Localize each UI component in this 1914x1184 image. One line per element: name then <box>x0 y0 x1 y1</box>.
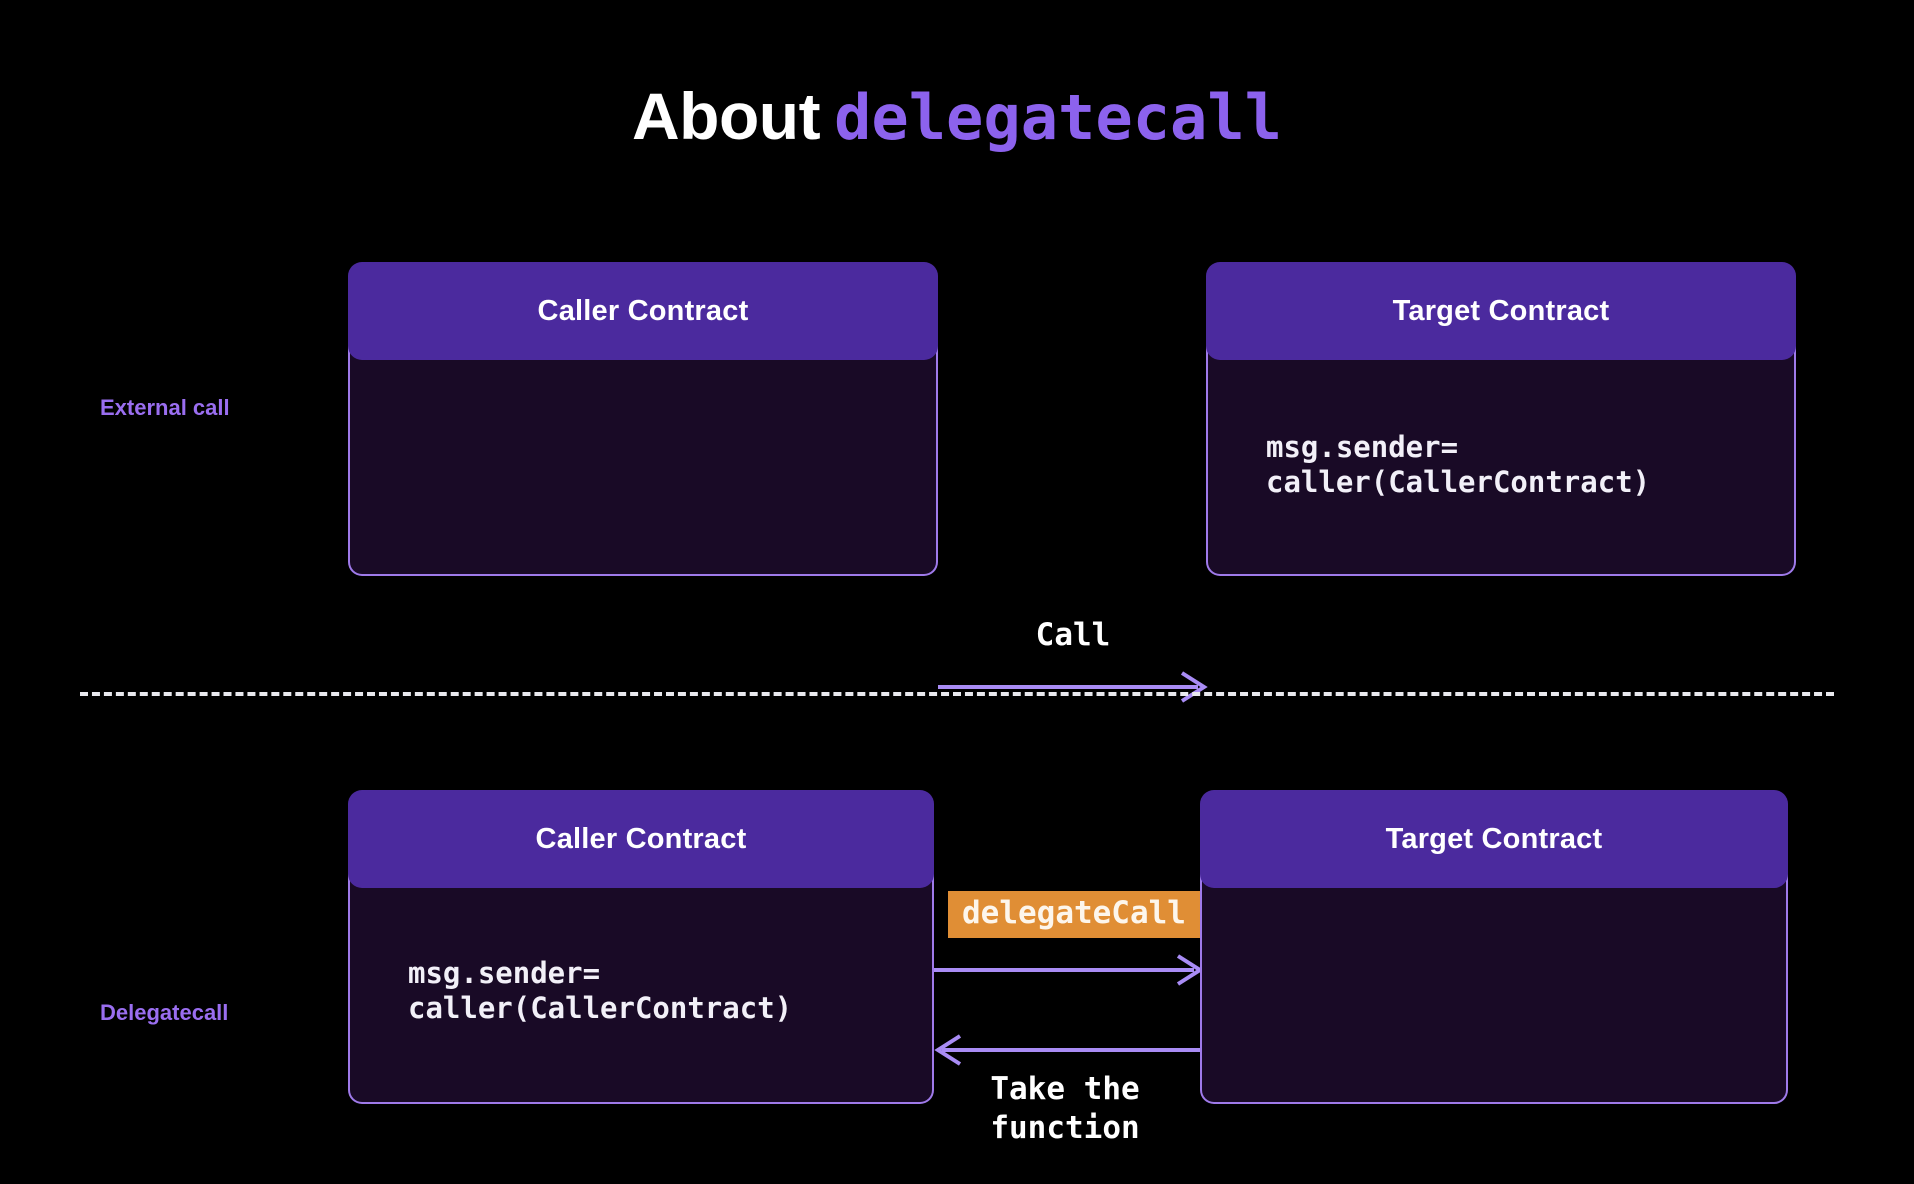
caller-contract-title-external: Caller Contract <box>537 294 749 327</box>
caller-contract-box-external: Caller Contract <box>348 262 938 576</box>
caller-contract-header-external: Caller Contract <box>348 262 938 360</box>
target-contract-box-external: Target Contract msg.sender= caller(Calle… <box>1206 262 1796 576</box>
caller-contract-body-external <box>348 346 938 576</box>
page-title-prefix: About <box>631 79 821 153</box>
caller-contract-body-delegate: msg.sender= caller(CallerContract) <box>348 874 934 1104</box>
caller-contract-code-delegate: msg.sender= caller(CallerContract) <box>408 956 793 1025</box>
arrow-label-take-function: Take the function <box>990 1071 1140 1146</box>
target-contract-code-external: msg.sender= caller(CallerContract) <box>1266 430 1651 499</box>
caller-contract-header-delegate: Caller Contract <box>348 790 934 888</box>
delegatecall-badge: delegateCall <box>948 891 1200 938</box>
target-contract-body-delegate <box>1200 874 1788 1104</box>
target-contract-title-delegate: Target Contract <box>1385 822 1603 855</box>
arrow-delegatecall-right <box>934 954 1204 986</box>
caller-contract-title-delegate: Caller Contract <box>535 822 747 855</box>
arrow-label-call: Call <box>1035 617 1111 653</box>
arrow-call-right <box>938 671 1208 703</box>
page-title-code: delegatecall <box>834 81 1283 154</box>
target-contract-header-external: Target Contract <box>1206 262 1796 360</box>
caller-contract-box-delegate: Caller Contract msg.sender= caller(Calle… <box>348 790 934 1104</box>
target-contract-header-delegate: Target Contract <box>1200 790 1788 888</box>
section-label-delegatecall: Delegatecall <box>100 1000 229 1025</box>
target-contract-title-external: Target Contract <box>1392 294 1610 327</box>
section-divider <box>80 692 1834 696</box>
section-label-external-call: External call <box>100 395 230 420</box>
target-contract-body-external: msg.sender= caller(CallerContract) <box>1206 346 1796 576</box>
arrow-take-function-left <box>934 1034 1202 1066</box>
target-contract-box-delegate: Target Contract <box>1200 790 1788 1104</box>
